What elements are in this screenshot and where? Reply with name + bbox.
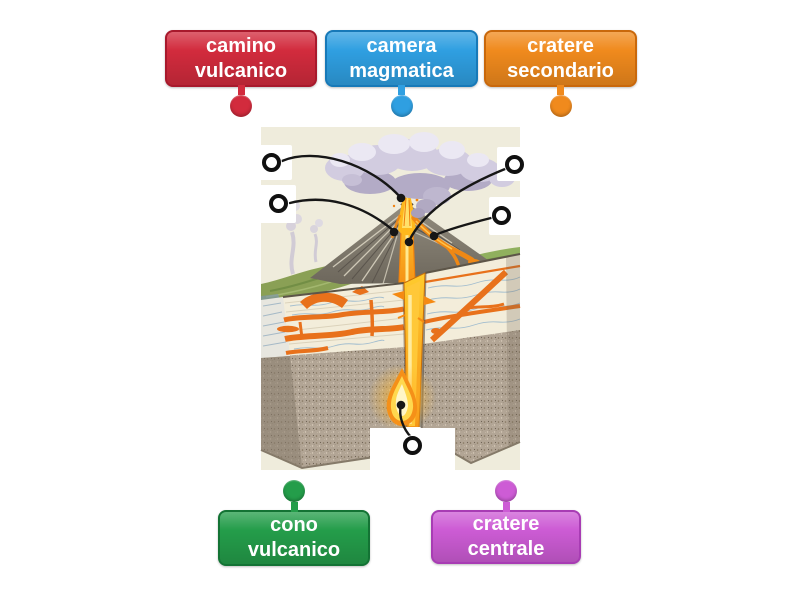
label-text-line1: cono [270, 514, 318, 536]
label-pin [283, 480, 305, 512]
label-cono-vulcanico[interactable]: cono vulcanico [218, 480, 370, 566]
hotspot-marker-2[interactable] [269, 194, 288, 213]
pin-stem [237, 85, 245, 95]
marker-backdrops [252, 145, 537, 470]
pin-knob-icon [390, 95, 413, 117]
pin-knob-icon [283, 480, 305, 502]
label-pin [230, 85, 252, 117]
leader-line-2 [288, 198, 396, 233]
pin-stem [502, 502, 510, 512]
hotspot-marker-3[interactable] [505, 155, 524, 174]
magma-conduit [368, 272, 436, 432]
label-pin [495, 480, 517, 512]
hotspot-marker-1[interactable] [262, 153, 281, 172]
hotspot-marker-5[interactable] [403, 436, 422, 455]
label-text-line1: cratere [472, 513, 540, 535]
hotspot-marker-4[interactable] [492, 206, 511, 225]
ash-cloud [325, 132, 516, 218]
label-text-line2: centrale [467, 538, 545, 560]
leader-line-3 [407, 167, 507, 243]
pin-stem [290, 502, 298, 512]
label-text-line1: camera [366, 34, 437, 57]
label-text-line2: magmatica [349, 59, 454, 82]
label-cratere-secondario[interactable]: cratere secondario [484, 30, 637, 117]
leader-line-1 [280, 154, 403, 200]
label-text-line2: vulcanico [194, 59, 288, 82]
label-camera-magmatica[interactable]: camera magmatica [325, 30, 478, 117]
label-pin [390, 85, 413, 117]
label-text-line1: camino [205, 34, 277, 57]
label-text-line1: cratere [527, 34, 594, 57]
leader-line-4 [433, 216, 493, 237]
pin-knob-icon [230, 95, 252, 117]
label-camino-vulcanico[interactable]: camino vulcanico [165, 30, 317, 117]
label-pin [549, 85, 572, 117]
leader-dots [389, 193, 439, 410]
pin-stem [557, 85, 564, 95]
label-cratere-centrale[interactable]: cratere centrale [431, 480, 581, 564]
label-text-line2: secondario [507, 59, 614, 82]
leader-lines [280, 154, 507, 439]
pin-stem [398, 85, 405, 95]
label-text-line2: vulcanico [247, 539, 341, 561]
pin-knob-icon [495, 480, 517, 502]
pin-knob-icon [549, 95, 572, 117]
right-crust-block [419, 253, 521, 465]
